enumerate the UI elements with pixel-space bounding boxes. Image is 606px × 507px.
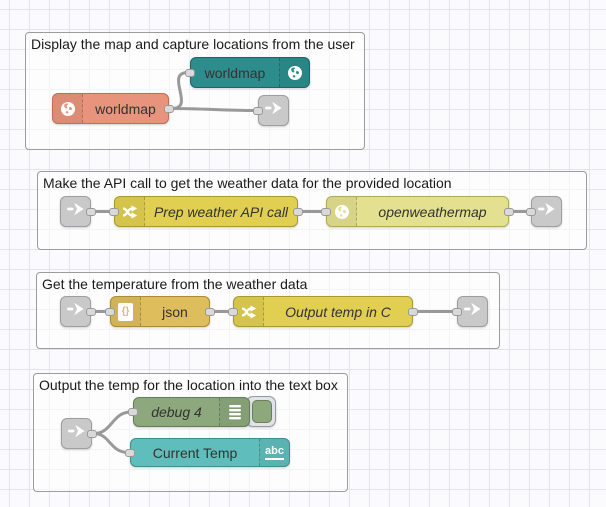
input-port[interactable]	[452, 307, 462, 316]
node-label: openweathermap	[378, 203, 487, 220]
node-label: worldmap	[95, 100, 156, 117]
node-label: Current Temp	[152, 444, 238, 461]
output-port[interactable]	[86, 207, 96, 216]
globe-icon	[53, 94, 83, 123]
node-openweathermap[interactable]: openweathermap	[321, 196, 514, 227]
input-port[interactable]	[109, 207, 119, 216]
group-title: Get the temperature from the weather dat…	[42, 276, 308, 292]
group-title: Output the temp for the location into th…	[39, 377, 338, 393]
debug-output-icon	[219, 398, 249, 426]
output-port[interactable]	[86, 307, 96, 316]
node-link-in-1[interactable]	[60, 196, 96, 227]
link-icon	[66, 299, 86, 324]
debug-toggle-state	[252, 400, 272, 423]
wire[interactable]	[92, 410, 133, 435]
output-port[interactable]	[205, 307, 215, 316]
link-icon	[264, 98, 284, 123]
globe-icon	[327, 197, 357, 226]
output-port[interactable]	[504, 207, 514, 216]
node-current-temp[interactable]: Current Temp abc	[125, 438, 290, 467]
output-port[interactable]	[293, 207, 303, 216]
input-port[interactable]	[125, 448, 135, 457]
swap-arrows-icon	[115, 197, 145, 226]
node-label: Prep weather API call	[153, 203, 289, 220]
input-port[interactable]	[185, 68, 195, 77]
node-link-out-3[interactable]	[452, 296, 488, 327]
node-prep-weather-api-call[interactable]: Prep weather API call	[109, 196, 303, 227]
json-braces-icon: {}	[111, 297, 141, 326]
input-port[interactable]	[253, 106, 263, 115]
input-port[interactable]	[128, 408, 138, 416]
input-port[interactable]	[105, 307, 115, 316]
node-worldmap-in[interactable]: worldmap	[52, 93, 174, 124]
debug-enable-toggle[interactable]	[246, 396, 276, 427]
globe-icon	[279, 58, 309, 87]
node-worldmap-display[interactable]: worldmap	[185, 57, 310, 88]
input-port[interactable]	[321, 207, 331, 216]
node-link-in-3[interactable]	[61, 418, 97, 449]
abc-icon: abc	[259, 439, 289, 466]
node-output-temp-in-c[interactable]: Output temp in C	[228, 296, 418, 327]
output-port[interactable]	[408, 307, 418, 316]
node-label: worldmap	[204, 64, 266, 81]
group-display-map[interactable]: Display the map and capture locations fr…	[25, 32, 365, 150]
group-output-temp[interactable]: Output the temp for the location into th…	[33, 373, 348, 492]
wire[interactable]	[92, 432, 130, 454]
group-title: Make the API call to get the weather dat…	[43, 175, 452, 191]
input-port[interactable]	[228, 307, 238, 316]
node-label: debug 4	[151, 404, 202, 420]
link-icon	[537, 199, 557, 224]
node-link-out-1[interactable]	[253, 95, 289, 126]
node-debug-4[interactable]: debug 4	[128, 397, 250, 427]
link-icon	[67, 421, 87, 446]
wire[interactable]	[170, 71, 190, 110]
link-icon	[66, 199, 86, 224]
wire[interactable]	[170, 107, 257, 112]
swap-arrows-icon	[234, 297, 264, 326]
link-icon	[463, 299, 483, 324]
node-json[interactable]: {} json	[105, 296, 215, 327]
output-port[interactable]	[164, 104, 174, 113]
node-link-out-2[interactable]	[526, 196, 562, 227]
node-link-in-2[interactable]	[60, 296, 96, 327]
group-title: Display the map and capture locations fr…	[31, 36, 355, 52]
node-label: json	[162, 303, 188, 320]
output-port[interactable]	[87, 429, 97, 438]
input-port[interactable]	[526, 207, 536, 216]
node-label: Output temp in C	[285, 303, 391, 320]
